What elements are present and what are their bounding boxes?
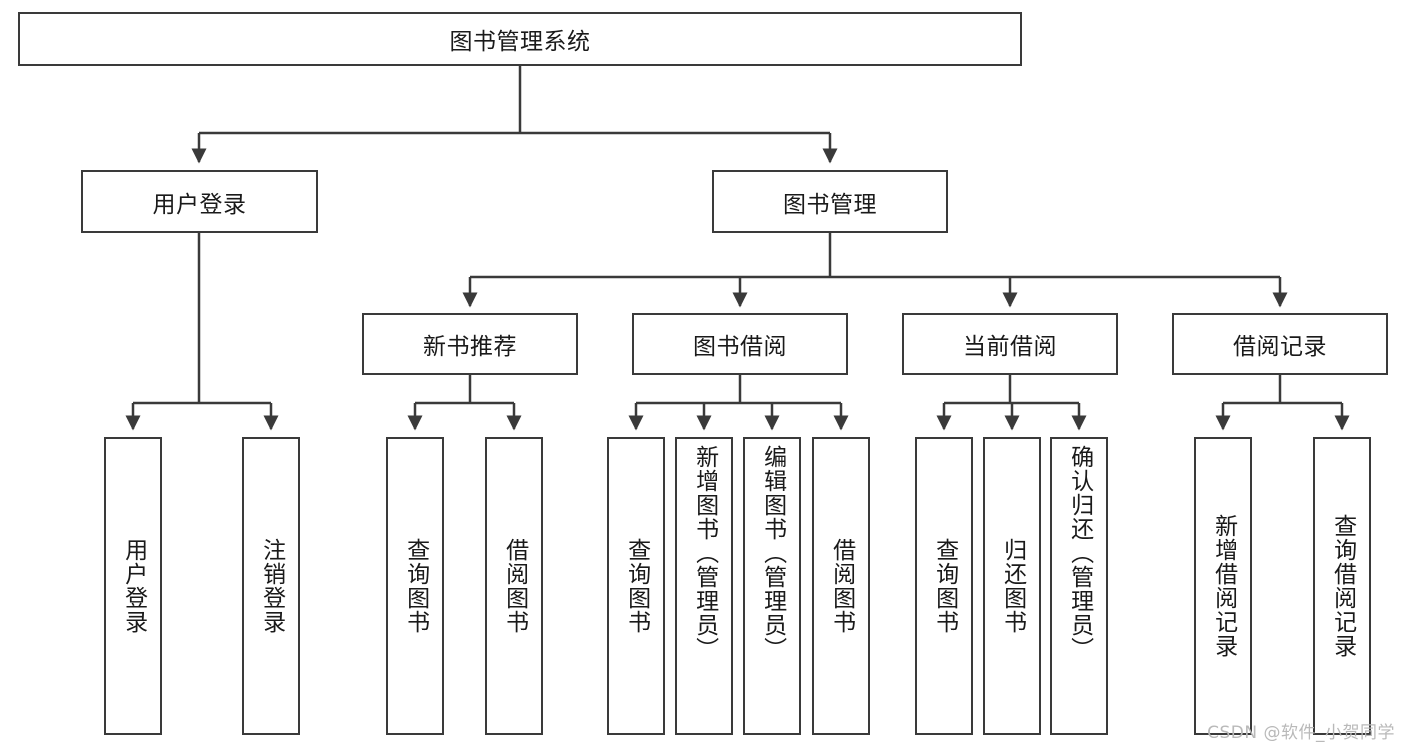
node-label: 用户登录	[120, 538, 147, 634]
node-label: 编辑图书（管理员）	[759, 445, 786, 661]
leaf-borrow-book-recommend[interactable]: 借阅图书	[485, 437, 543, 735]
node-label: 注销登录	[258, 538, 285, 634]
leaf-add-borrow-record[interactable]: 新增借阅记录	[1194, 437, 1252, 735]
node-label: 归还图书	[999, 538, 1026, 634]
node-new-book-recommend[interactable]: 新书推荐	[362, 313, 578, 375]
node-label: 当前借阅	[963, 334, 1057, 360]
node-label: 新增借阅记录	[1210, 514, 1237, 658]
leaf-logout-login[interactable]: 注销登录	[242, 437, 300, 735]
csdn-watermark: CSDN @软件_小贺同学	[1207, 723, 1395, 743]
node-label: 查询图书	[402, 538, 429, 634]
node-label: 查询图书	[931, 538, 958, 634]
node-label: 图书借阅	[693, 334, 787, 360]
node-label: 图书管理系统	[449, 29, 591, 55]
leaf-return-book[interactable]: 归还图书	[983, 437, 1041, 735]
leaf-query-book-current[interactable]: 查询图书	[915, 437, 973, 735]
leaf-add-book[interactable]: 新增图书（管理员）	[675, 437, 733, 735]
node-label: 查询借阅记录	[1329, 514, 1356, 658]
leaf-user-login[interactable]: 用户登录	[104, 437, 162, 735]
leaf-query-book-borrow[interactable]: 查询图书	[607, 437, 665, 735]
leaf-borrow-book[interactable]: 借阅图书	[812, 437, 870, 735]
node-label: 借阅图书	[501, 538, 528, 634]
node-label: 新增图书（管理员）	[691, 445, 718, 661]
node-label: 借阅记录	[1233, 334, 1327, 360]
node-label: 查询图书	[623, 538, 650, 634]
node-root-book-management-system[interactable]: 图书管理系统	[18, 12, 1022, 66]
node-label: 用户登录	[152, 191, 247, 218]
node-borrow-record[interactable]: 借阅记录	[1172, 313, 1388, 375]
node-current-borrow[interactable]: 当前借阅	[902, 313, 1118, 375]
leaf-query-book-recommend[interactable]: 查询图书	[386, 437, 444, 735]
leaf-confirm-return[interactable]: 确认归还（管理员）	[1050, 437, 1108, 735]
node-user-login[interactable]: 用户登录	[81, 170, 318, 233]
node-book-borrow[interactable]: 图书借阅	[632, 313, 848, 375]
node-label: 图书管理	[783, 191, 877, 218]
leaf-edit-book[interactable]: 编辑图书（管理员）	[743, 437, 801, 735]
leaf-query-borrow-record[interactable]: 查询借阅记录	[1313, 437, 1371, 735]
node-book-management[interactable]: 图书管理	[712, 170, 948, 233]
node-label: 新书推荐	[423, 334, 517, 360]
node-label: 借阅图书	[828, 538, 855, 634]
node-label: 确认归还（管理员）	[1066, 445, 1093, 661]
